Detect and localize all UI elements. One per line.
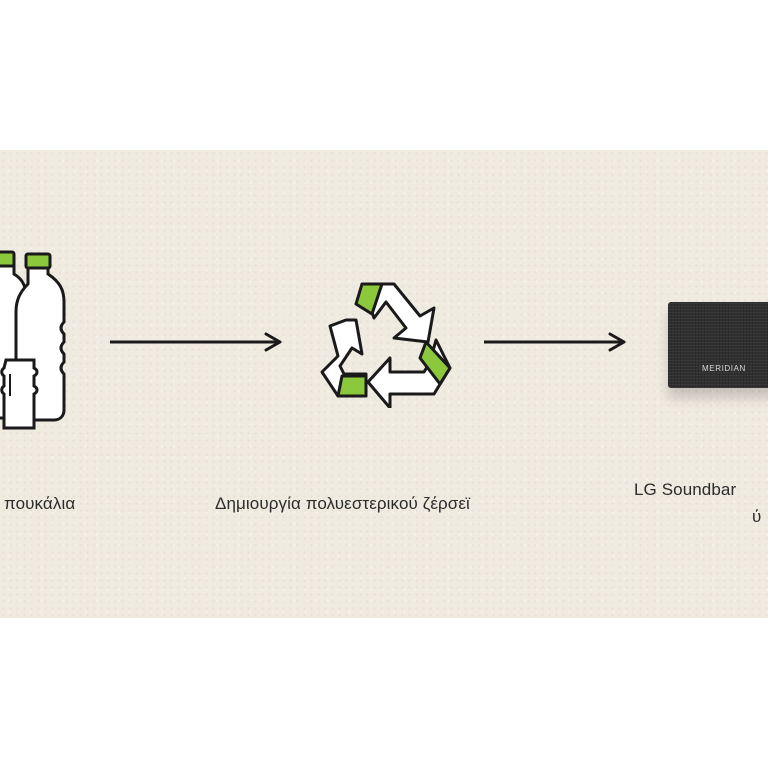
step-label-soundbar: LG Soundbar [634,480,737,499]
infographic-panel: MERIDIAN πουκάλια Δημιουργία πολυεστερικ… [0,150,768,618]
soundbar-brand-logo: MERIDIAN [702,364,746,373]
step-label-polyester: Δημιουργία πολυεστερικού ζέρσεϊ [215,494,470,513]
plastic-bottles-icon [0,250,66,430]
step-label-soundbar-line2: ύ [752,507,762,526]
flow-arrow-2 [484,332,626,352]
flow-arrow-1 [110,332,282,352]
recycle-icon [320,282,452,408]
soundbar-image: MERIDIAN [668,302,768,388]
step-label-bottles: πουκάλια [4,494,76,513]
